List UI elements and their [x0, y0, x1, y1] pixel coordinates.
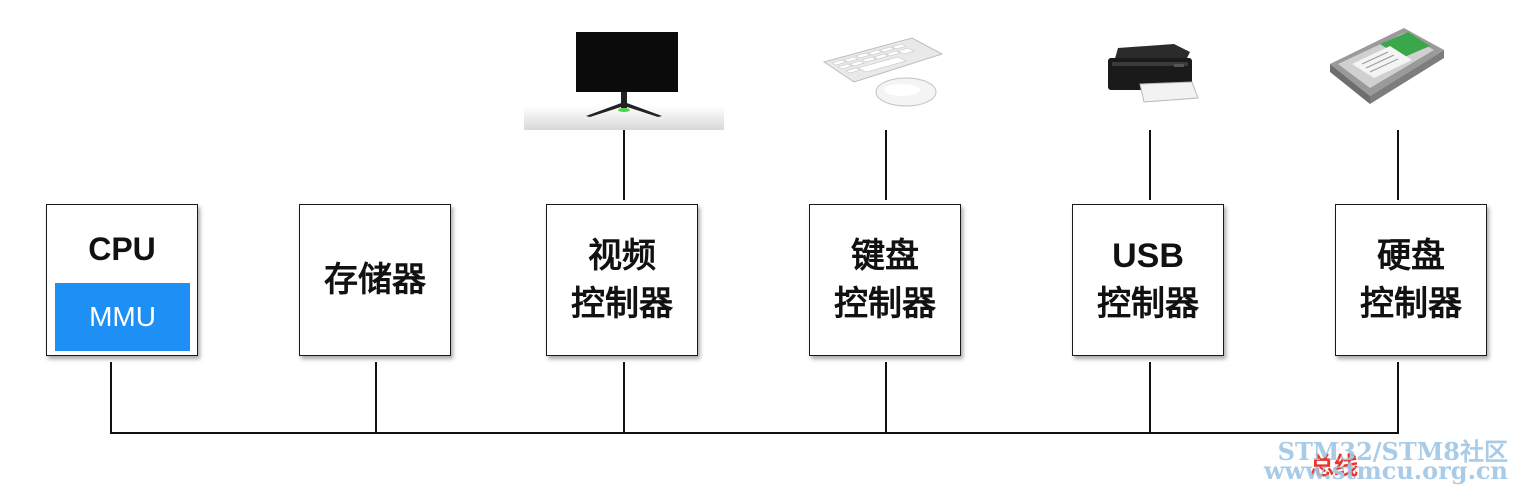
keyboard-label-line1: 键盘 — [851, 236, 919, 276]
usb-label-line2: 控制器 — [1097, 284, 1199, 324]
disk-label-line2: 控制器 — [1360, 284, 1462, 324]
memory-label: 存储器 — [324, 260, 426, 300]
usb-bus-connector — [1149, 362, 1151, 434]
hard-disk-icon — [1326, 20, 1448, 112]
monitor-icon — [524, 28, 724, 130]
bus-label: 总线 — [1310, 452, 1358, 480]
video-label-line2: 控制器 — [571, 284, 673, 324]
memory-box: 存储器 — [299, 204, 451, 356]
printer-icon — [1100, 38, 1200, 112]
cpu-box: CPU MMU — [46, 204, 198, 356]
disk-device-connector — [1397, 130, 1399, 200]
monitor-connector — [623, 130, 625, 200]
disk-controller-box: 硬盘 控制器 — [1335, 204, 1487, 356]
video-bus-connector — [623, 362, 625, 434]
cpu-bus-connector — [110, 362, 112, 434]
cpu-title: CPU — [88, 231, 156, 267]
keyboard-controller-box: 键盘 控制器 — [809, 204, 961, 356]
watermark-title: STM32/STM8社区 — [1277, 437, 1508, 466]
watermark-url: www.stmcu.org.cn — [1263, 456, 1508, 485]
keyboard-bus-connector — [885, 362, 887, 434]
video-controller-box: 视频 控制器 — [546, 204, 698, 356]
video-label-line1: 视频 — [588, 236, 656, 276]
keyboard-mouse-icon — [818, 34, 944, 110]
keyboard-connector — [885, 130, 887, 200]
usb-controller-box: USB 控制器 — [1072, 204, 1224, 356]
keyboard-label-line2: 控制器 — [834, 284, 936, 324]
disk-label-line1: 硬盘 — [1377, 236, 1445, 276]
mmu-block: MMU — [55, 283, 190, 351]
usb-label-line1: USB — [1112, 237, 1184, 275]
system-bus-line — [110, 432, 1399, 434]
printer-connector — [1149, 130, 1151, 200]
memory-bus-connector — [375, 362, 377, 434]
disk-bus-connector — [1397, 362, 1399, 434]
